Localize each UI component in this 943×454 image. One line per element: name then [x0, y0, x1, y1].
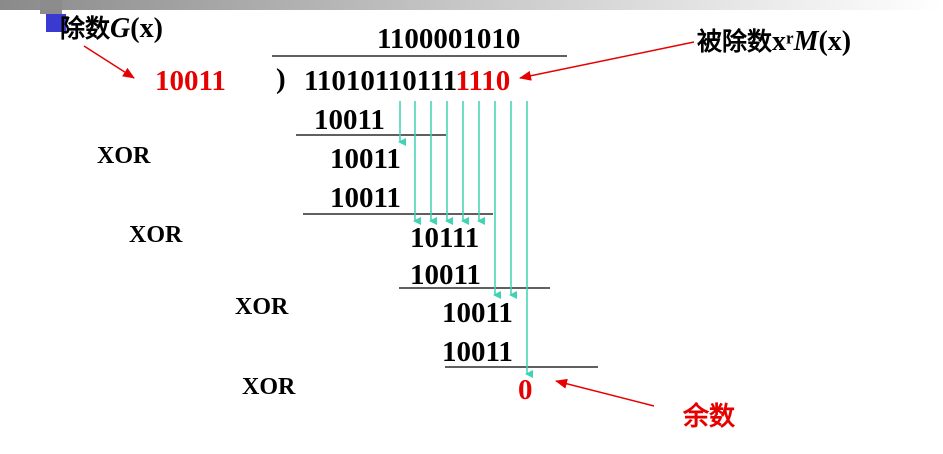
- dividend-label-x: x: [772, 26, 787, 57]
- dividend-black: 11010110111: [304, 65, 456, 97]
- remainder-pointer-arrow: [555, 378, 655, 407]
- xor-label-4: XOR: [242, 374, 296, 400]
- dividend-label-cjk: 被除数: [697, 27, 773, 56]
- xor-label-2: XOR: [129, 222, 183, 248]
- divisor-label-cjk: 除数: [60, 14, 111, 43]
- dividend-label-sup: r: [786, 28, 794, 48]
- step-2-subtrahend: 10011: [330, 182, 401, 214]
- title-decoration-square-blue: [46, 14, 66, 32]
- dividend-label: 被除数xrM(x): [697, 22, 851, 58]
- dividend: 110101101111110: [304, 65, 510, 98]
- step-2-partial: 10011: [330, 143, 401, 175]
- title-decoration-square-gray: [40, 0, 62, 14]
- division-bracket: ): [276, 63, 286, 95]
- step-4-partial: 10011: [442, 297, 513, 329]
- divisor-label-arg: (x): [130, 13, 163, 44]
- xor-label-1: XOR: [97, 143, 151, 169]
- divisor-pointer-arrow: [83, 45, 135, 79]
- divisor-value: 10011: [155, 65, 226, 97]
- divisor-label-symbol: G: [110, 13, 131, 44]
- quotient: 1100001010: [377, 23, 521, 55]
- step-1-subtrahend: 10011: [314, 104, 385, 136]
- step-4-subtrahend: 10011: [442, 336, 513, 368]
- dividend-red: 1110: [455, 65, 511, 97]
- remainder-label: 余数: [683, 402, 736, 432]
- dividend-pointer-arrow: [519, 41, 695, 81]
- dividend-label-m: M: [793, 26, 819, 57]
- dividend-label-arg: (x): [818, 26, 852, 57]
- remainder-value: 0: [518, 374, 533, 406]
- title-decoration-bar: [0, 0, 943, 10]
- step-3-subtrahend: 10011: [410, 259, 481, 291]
- divisor-label: 除数G(x): [60, 9, 163, 45]
- xor-label-3: XOR: [235, 294, 289, 320]
- step-3-partial: 10111: [410, 222, 480, 254]
